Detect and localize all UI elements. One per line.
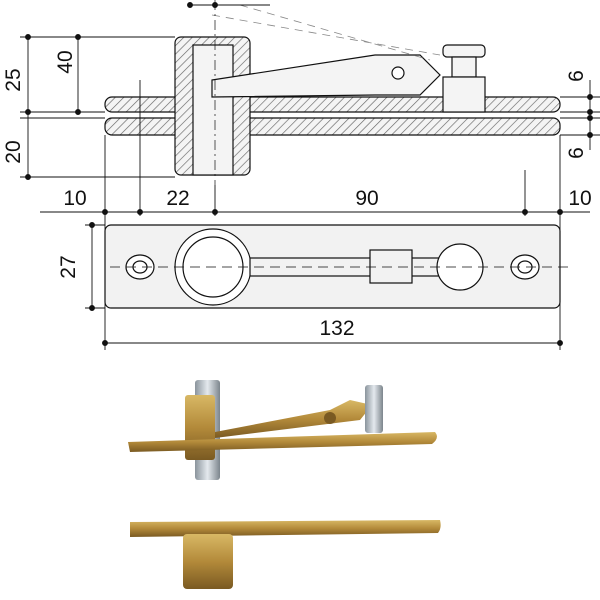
dimension-lines: [20, 2, 600, 350]
dim-90: 90: [355, 187, 378, 210]
dim-6-bottom: 6: [565, 147, 588, 159]
adjust-screw: [451, 56, 477, 78]
dim-40: 40: [54, 50, 77, 73]
dim-10-left: 10: [63, 187, 86, 210]
brass-lever: [215, 400, 372, 438]
dim-25: 25: [2, 68, 25, 91]
product-photo-lower: [130, 520, 441, 589]
steel-screw: [365, 385, 383, 433]
bottom-plate: [104, 117, 561, 136]
dim-20: 20: [2, 140, 25, 163]
dim-22: 22: [166, 187, 189, 210]
lever-pivot-hole: [391, 66, 405, 80]
hidden-lines: [211, 4, 441, 61]
plan-view: [104, 224, 570, 309]
dim-132: 132: [319, 317, 354, 340]
adjust-screw-head: [442, 44, 486, 58]
section-view: [104, 0, 561, 185]
brass-plate-lower: [130, 520, 441, 537]
dim-6-top: 6: [565, 70, 588, 82]
dim-27: 27: [57, 255, 80, 278]
brass-post-lower: [183, 534, 233, 589]
top-plate: [104, 96, 561, 113]
lever-pivot: [369, 249, 413, 284]
lever-arm: [211, 54, 441, 98]
dim-10-right: 10: [568, 187, 591, 210]
brass-plate: [128, 432, 437, 452]
product-photo-upper: [128, 380, 437, 480]
adjust-screw-base: [442, 76, 486, 113]
pivot-pin: [192, 44, 234, 176]
screw-boss: [436, 243, 484, 291]
